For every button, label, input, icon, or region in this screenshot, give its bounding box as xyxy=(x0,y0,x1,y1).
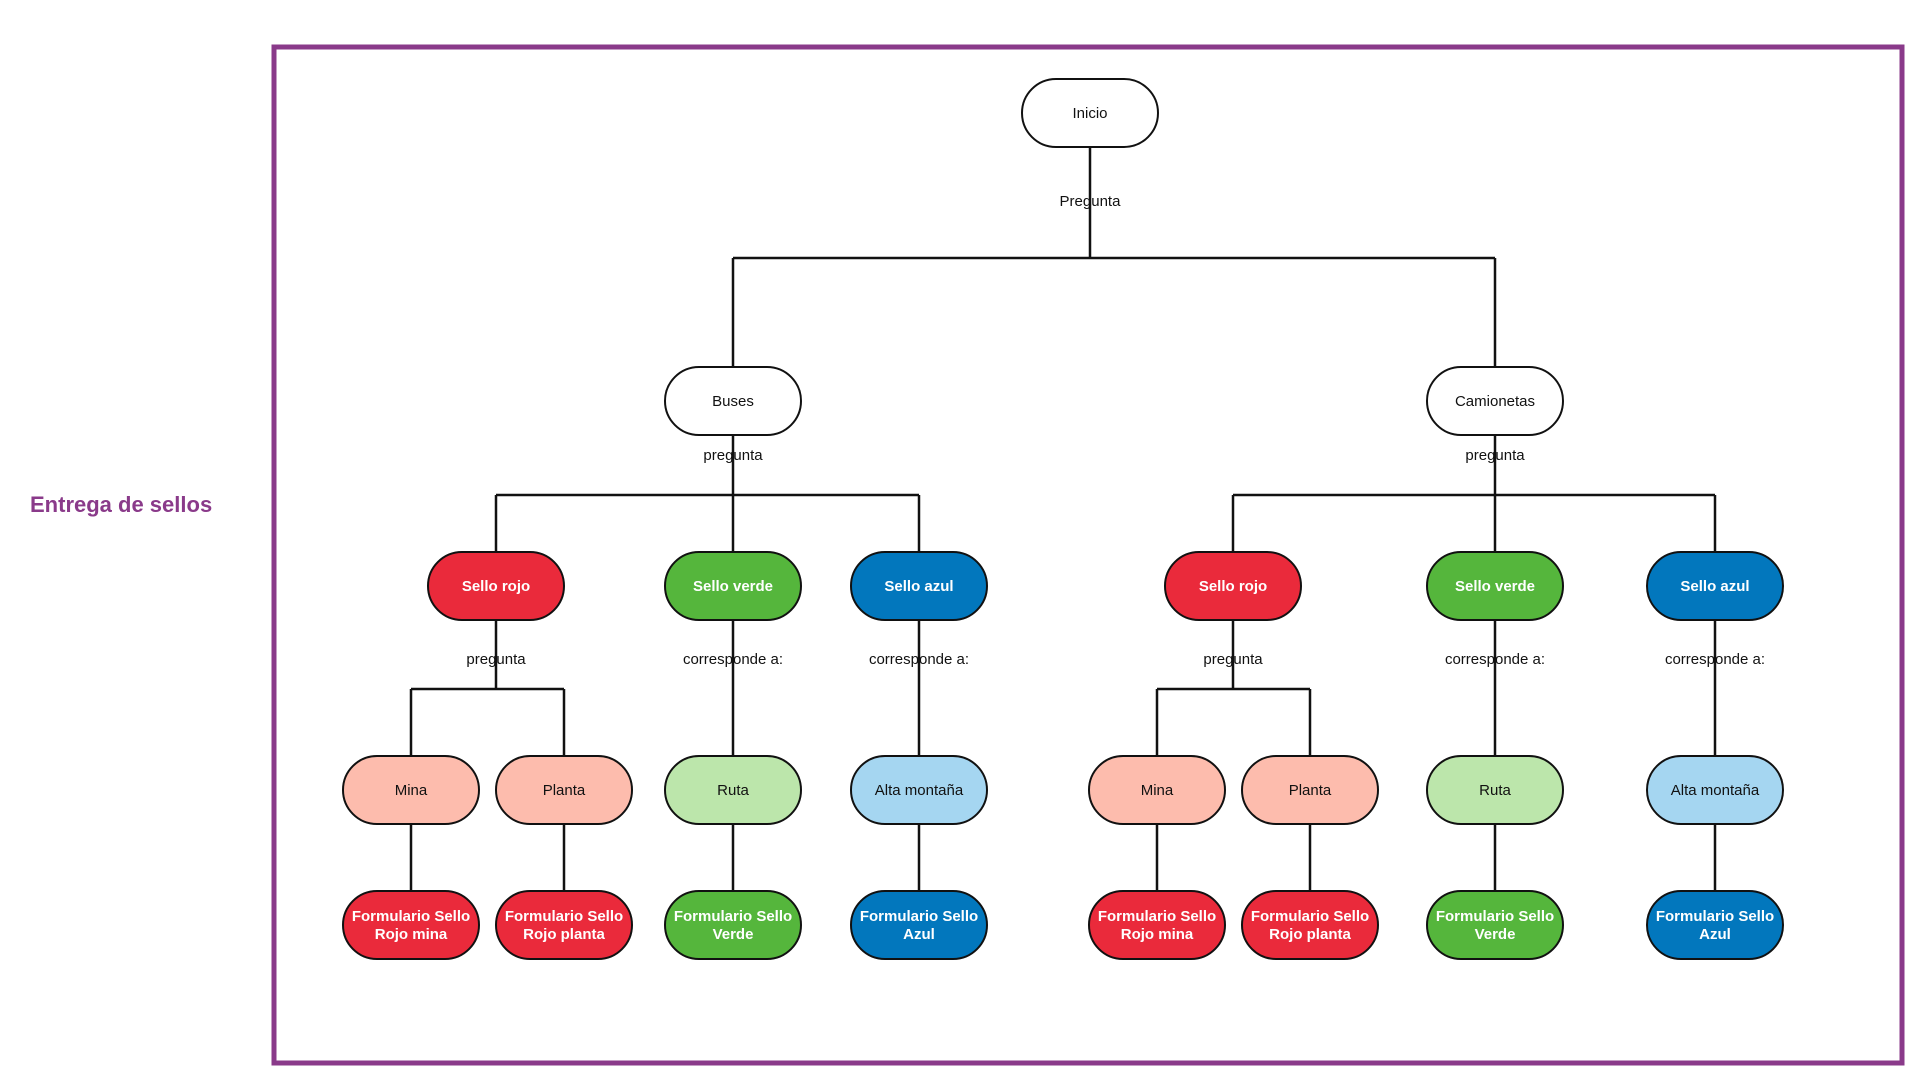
node-shape xyxy=(1241,890,1379,960)
node-label: Alta montaña xyxy=(875,782,964,799)
node-label: Sello verde xyxy=(693,578,773,595)
node-shape xyxy=(1021,78,1159,148)
node-b-verde: Sello verde xyxy=(664,551,802,621)
node-shape xyxy=(1646,551,1784,621)
node-label: Ruta xyxy=(1479,782,1511,799)
node-label: Camionetas xyxy=(1455,393,1535,410)
node-label: Sello rojo xyxy=(462,578,530,595)
node-label: Planta xyxy=(1289,782,1332,799)
node-c-planta: Planta xyxy=(1241,755,1379,825)
node-shape xyxy=(342,755,480,825)
node-label: Ruta xyxy=(717,782,749,799)
node-shape xyxy=(664,551,802,621)
node-shape xyxy=(1646,755,1784,825)
node-shape xyxy=(1646,890,1784,960)
node-b-azul: Sello azul xyxy=(850,551,988,621)
node-b-alta: Alta montaña xyxy=(850,755,988,825)
node-label: Sello azul xyxy=(1680,578,1749,595)
connector-labels: Pregunta pregunta pregunta pregunta pregunta… xyxy=(466,193,1765,668)
node-label: Sello azul xyxy=(884,578,953,595)
connector-label-b_rojo: pregunta xyxy=(466,651,526,668)
node-c-mina: Mina xyxy=(1088,755,1226,825)
node-label: Sello verde xyxy=(1455,578,1535,595)
node-shape xyxy=(342,890,480,960)
connector-label-camionetas: pregunta xyxy=(1465,447,1525,464)
connector-label-buses: pregunta xyxy=(703,447,763,464)
node-label: Planta xyxy=(543,782,586,799)
node-label: Sello rojo xyxy=(1199,578,1267,595)
node-shape xyxy=(1241,755,1379,825)
connector-label-c_rojo: pregunta xyxy=(1203,651,1263,668)
node-shape xyxy=(1164,551,1302,621)
node-b-mina: Mina xyxy=(342,755,480,825)
connector-label-inicio: Pregunta xyxy=(1060,193,1122,210)
node-shape xyxy=(664,366,802,436)
node-label: Alta montaña xyxy=(1671,782,1760,799)
connector-label-b_verde: corresponde a: xyxy=(683,651,783,668)
node-c-rojo: Sello rojo xyxy=(1164,551,1302,621)
node-shape xyxy=(850,890,988,960)
node-shape xyxy=(850,755,988,825)
connector-label-c_azul: corresponde a: xyxy=(1665,651,1765,668)
node-b-ruta: Ruta xyxy=(664,755,802,825)
node-shape xyxy=(664,890,802,960)
node-shape xyxy=(427,551,565,621)
node-label: Mina xyxy=(395,782,428,799)
node-b-rojo: Sello rojo xyxy=(427,551,565,621)
node-label: Mina xyxy=(1141,782,1174,799)
node-shape xyxy=(1426,890,1564,960)
node-shape xyxy=(1426,551,1564,621)
node-camionetas: Camionetas xyxy=(1426,366,1564,436)
connector-label-b_azul: corresponde a: xyxy=(869,651,969,668)
connector-label-c_verde: corresponde a: xyxy=(1445,651,1545,668)
node-shape xyxy=(1088,755,1226,825)
node-shape xyxy=(495,890,633,960)
node-buses: Buses xyxy=(664,366,802,436)
node-shape xyxy=(1426,755,1564,825)
node-label: Inicio xyxy=(1072,105,1107,122)
node-shape xyxy=(1426,366,1564,436)
node-c-ruta: Ruta xyxy=(1426,755,1564,825)
node-shape xyxy=(664,755,802,825)
connector-lines xyxy=(409,147,1717,891)
side-title: Entrega de sellos xyxy=(30,492,213,517)
node-shape xyxy=(1088,890,1226,960)
diagram-frame xyxy=(271,44,1905,1066)
node-c-azul: Sello azul xyxy=(1646,551,1784,621)
node-inicio: Inicio xyxy=(1021,78,1159,148)
node-c-verde: Sello verde xyxy=(1426,551,1564,621)
node-shape xyxy=(850,551,988,621)
node-b-planta: Planta xyxy=(495,755,633,825)
node-shape xyxy=(495,755,633,825)
node-label: Buses xyxy=(712,393,754,410)
node-c-alta: Alta montaña xyxy=(1646,755,1784,825)
